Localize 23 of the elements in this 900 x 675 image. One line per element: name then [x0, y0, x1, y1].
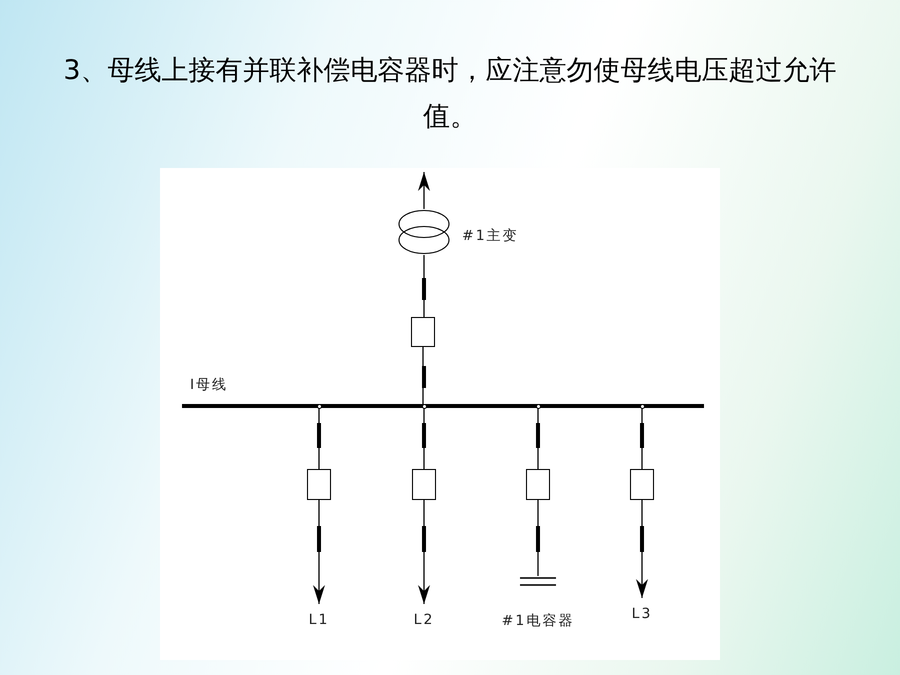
connection-line: [422, 347, 424, 404]
circuit-breaker-symbol: [412, 469, 436, 500]
feeder-label: #1电容器: [500, 612, 576, 630]
connection-line: [423, 408, 425, 469]
feeder-label: L1: [308, 612, 330, 628]
circuit-breaker-symbol: [307, 469, 331, 500]
connection-line: [318, 408, 320, 469]
arrow: [418, 172, 430, 209]
feeder-label: L2: [412, 612, 436, 628]
slide-title: 3、母线上接有并联补偿电容器时，应注意勿使母线电压超过允许值。: [62, 54, 838, 134]
arrow: [313, 500, 325, 604]
connection-line: [423, 255, 425, 317]
circuit-breaker-symbol: [411, 317, 435, 347]
circuit-breaker-symbol: [526, 469, 550, 500]
feeder-label: L3: [630, 606, 654, 622]
busbar-label: I母线: [190, 376, 228, 394]
connection-line: [537, 500, 539, 576]
connection-line: [641, 408, 643, 469]
circuit-breaker-symbol: [630, 469, 654, 500]
transformer-label: #1主变: [462, 227, 519, 245]
arrow: [636, 500, 648, 598]
connection-line: [537, 408, 539, 469]
arrow: [418, 500, 430, 604]
